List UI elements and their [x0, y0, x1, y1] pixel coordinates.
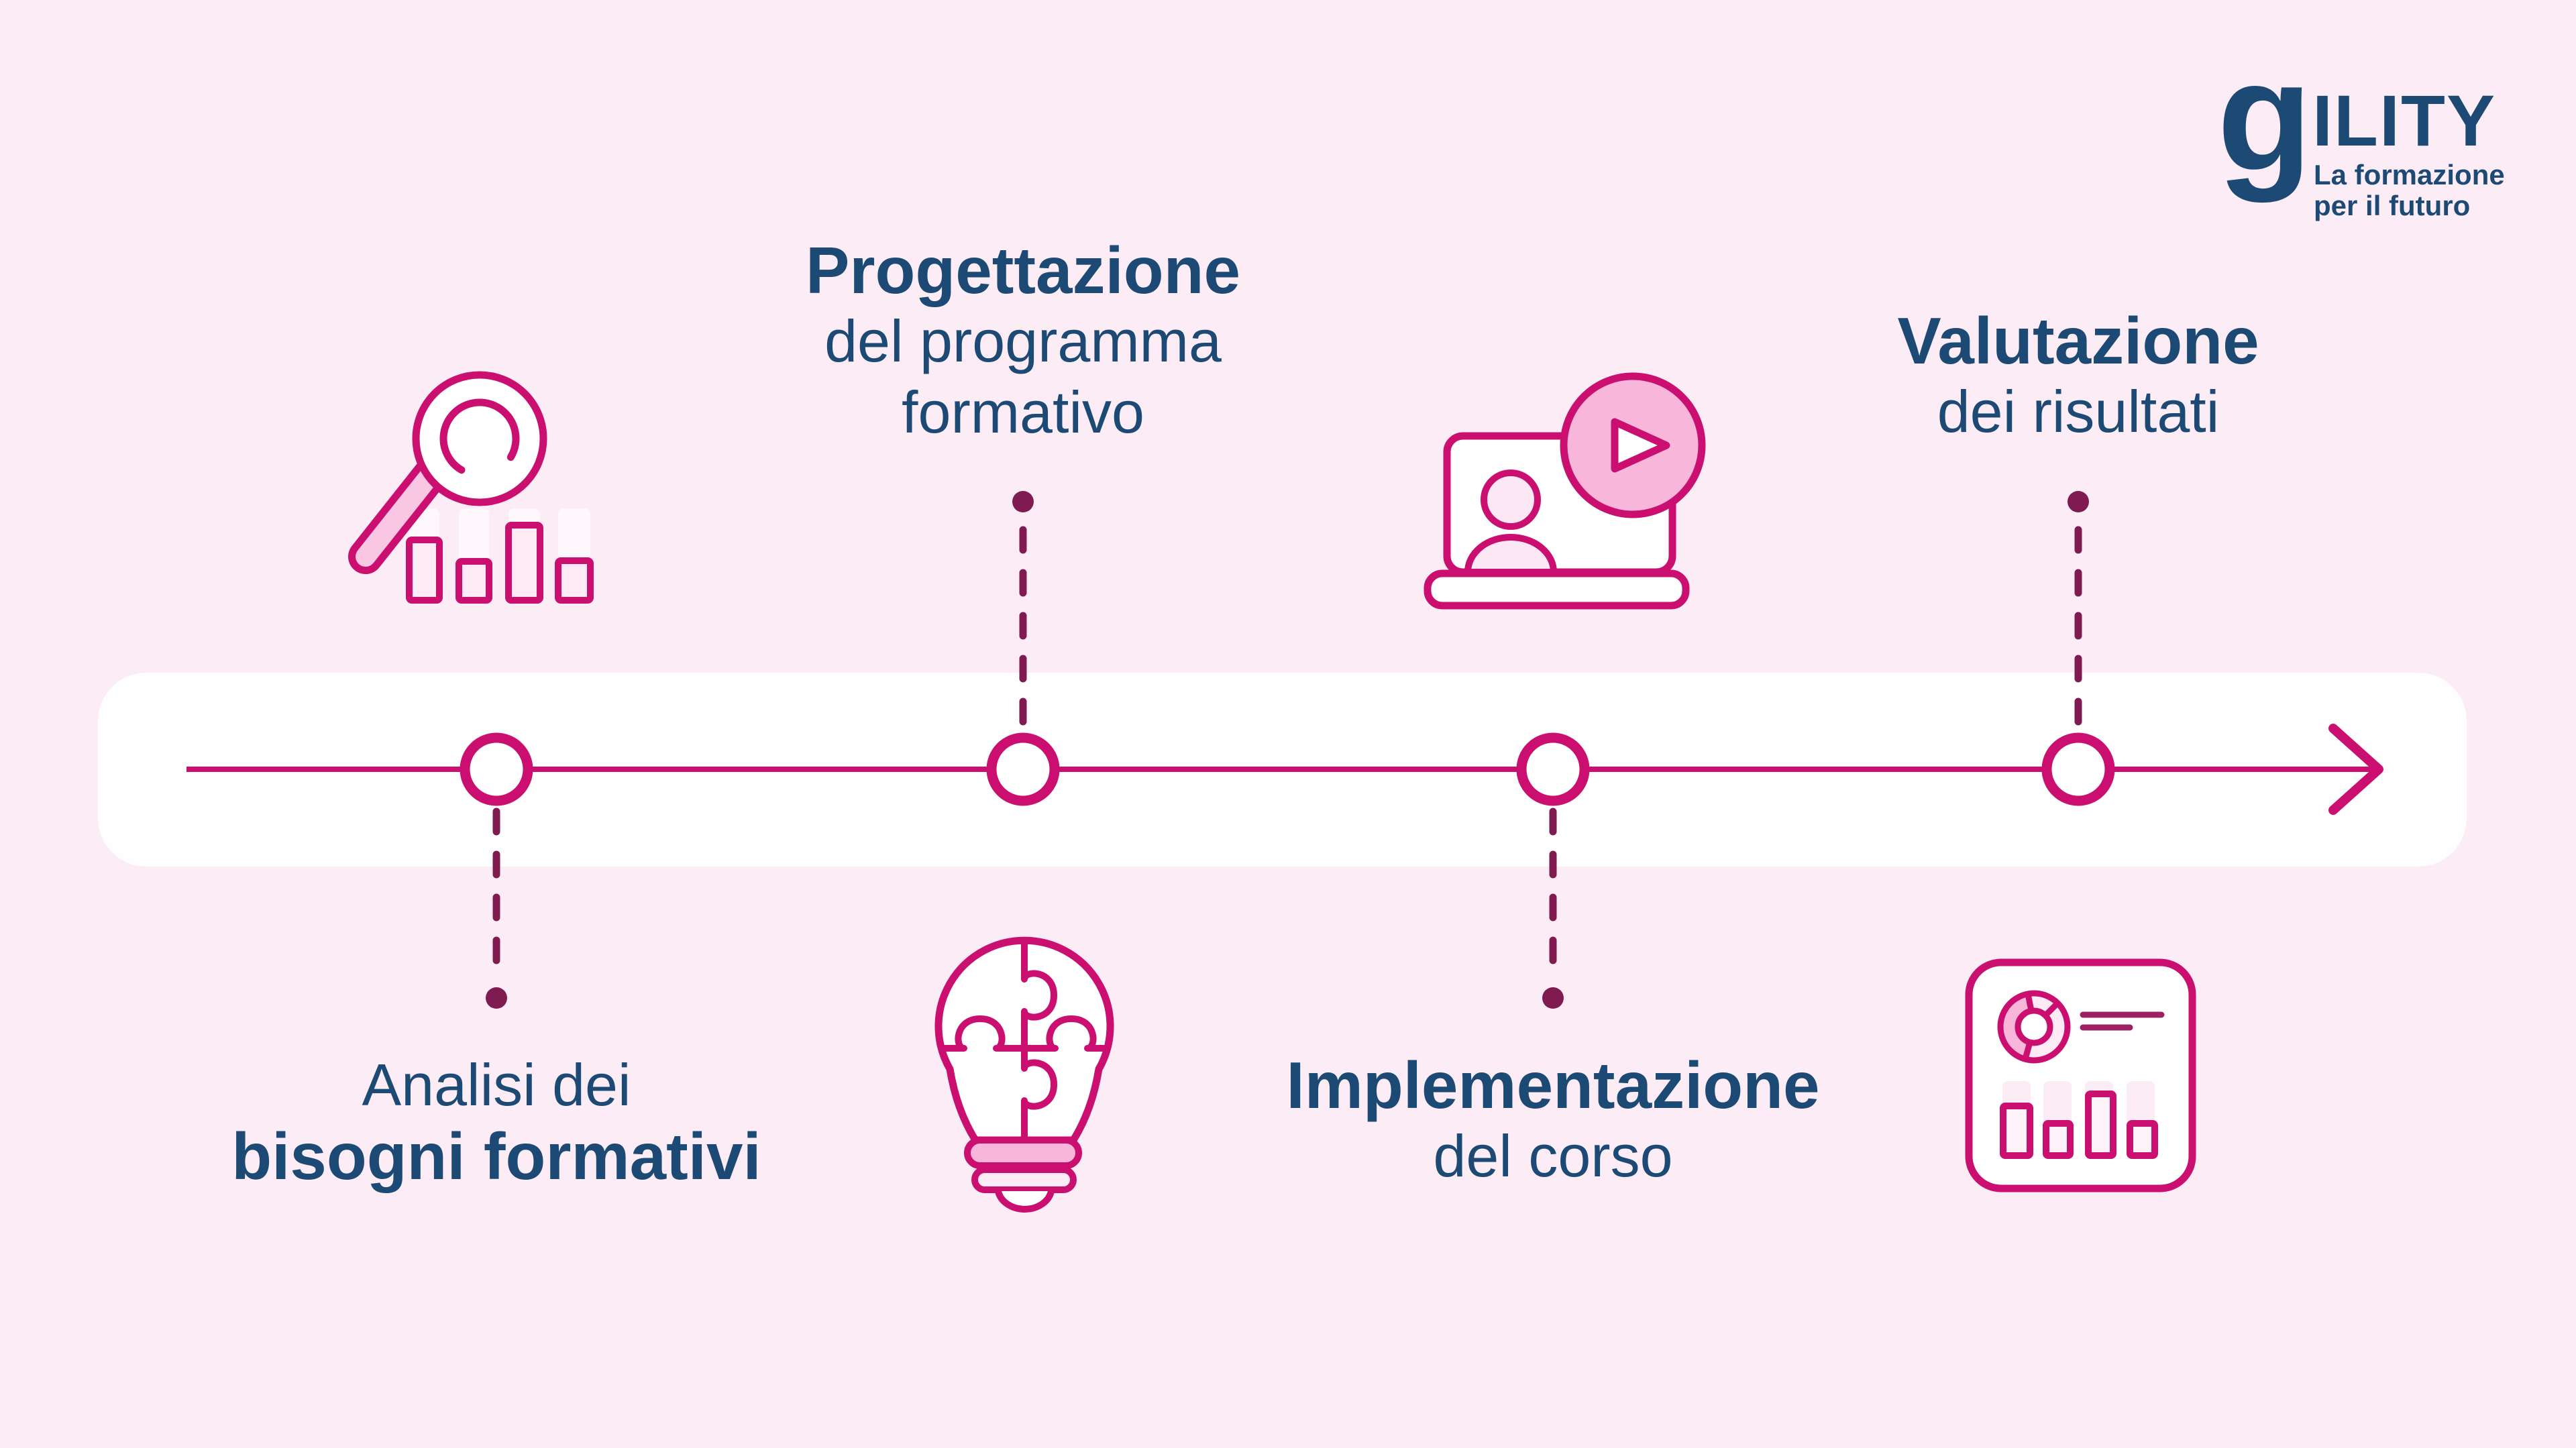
timeline-node-1	[460, 732, 533, 806]
lightbulb-puzzle-icon	[934, 936, 1114, 1213]
report-chart-icon	[1965, 958, 2196, 1192]
brand-logo: g ILITY La formazione per il futuro	[2217, 0, 2576, 241]
brand-logo-wordmark: ILITY	[2312, 80, 2496, 161]
connector-dot-3	[1542, 987, 1564, 1009]
step-label-implementazione: Implementazione del corso	[1117, 1050, 1989, 1192]
brand-tagline-line1: La formazione	[2314, 159, 2505, 190]
timeline-node-2	[986, 732, 1060, 806]
magnifier-bar-chart-icon	[348, 371, 594, 604]
connector-dot-1	[486, 987, 507, 1009]
step-label-line: del corso	[1433, 1123, 1673, 1189]
step-label-progettazione: Progettazione del programma formativo	[587, 235, 1459, 448]
step-label-line: Analisi dei	[362, 1052, 631, 1118]
play-icon	[1611, 418, 1670, 473]
brand-tagline: La formazione per il futuro	[2314, 160, 2505, 221]
brand-logo-g: g	[2217, 30, 2312, 203]
step-label-analisi: Analisi dei bisogni formativi	[60, 1050, 932, 1192]
laptop-video-lesson-icon	[1424, 372, 1706, 610]
connector-dot-4	[2068, 491, 2089, 512]
timeline-node-4	[2041, 732, 2115, 806]
step-label-line: bisogni formativi	[231, 1119, 761, 1193]
step-label-line: del programma	[824, 308, 1222, 374]
connector-dot-2	[1012, 491, 1034, 512]
step-label-line: Valutazione	[1897, 304, 2259, 378]
step-label-line: formativo	[902, 379, 1144, 445]
step-label-line: dei risultati	[1937, 378, 2220, 445]
step-label-line: Progettazione	[806, 233, 1240, 307]
brand-tagline-line2: per il futuro	[2314, 190, 2471, 221]
step-label-valutazione: Valutazione dei risultati	[1642, 305, 2514, 447]
timeline-node-3	[1516, 732, 1590, 806]
timeline-arrow-icon	[2328, 724, 2383, 815]
step-label-line: Implementazione	[1286, 1048, 1820, 1122]
